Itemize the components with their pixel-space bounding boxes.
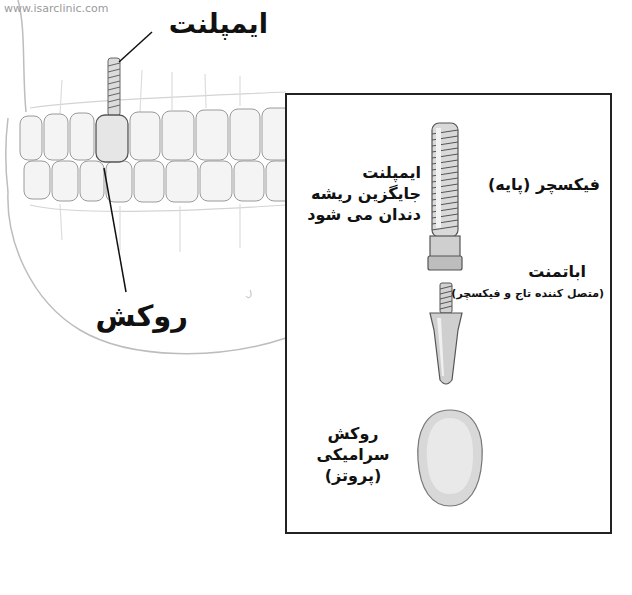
fixture-highlight xyxy=(436,128,441,228)
fixture-collar xyxy=(430,236,460,257)
tooth xyxy=(80,161,104,201)
implant-thread xyxy=(108,63,120,108)
abutment xyxy=(430,313,462,384)
chin-hole xyxy=(246,290,251,298)
tooth-root xyxy=(60,204,240,252)
tooth-root xyxy=(60,70,240,114)
ceramic-crown xyxy=(418,410,482,506)
tooth xyxy=(70,113,94,160)
part-name: روکش xyxy=(95,298,188,336)
tooth xyxy=(44,114,68,160)
tooth xyxy=(134,161,164,202)
part-name: اباتمنت xyxy=(528,262,586,283)
part-name: فیکسچر (پایه) xyxy=(488,175,600,196)
tooth xyxy=(106,161,132,202)
fixture xyxy=(432,123,458,237)
abutment-screw xyxy=(440,283,452,313)
tooth xyxy=(166,161,198,202)
fixture-base xyxy=(428,256,462,270)
tooth xyxy=(196,110,228,160)
description-note: ایمپلنت جایگزین ریشه دندان می شود xyxy=(296,163,421,225)
fixture-thread xyxy=(432,130,458,230)
leader-line xyxy=(104,168,126,292)
tooth xyxy=(200,161,232,201)
tooth xyxy=(52,161,78,201)
implant-screw xyxy=(108,58,120,116)
tooth xyxy=(230,109,260,160)
tooth xyxy=(234,161,264,201)
skull-outline xyxy=(18,0,26,112)
detail-panel xyxy=(286,94,611,533)
tooth xyxy=(24,161,50,199)
gum-line xyxy=(30,92,286,108)
implant-crown xyxy=(96,115,128,162)
leader-line xyxy=(119,32,152,62)
tooth xyxy=(20,116,42,160)
abutment-highlight xyxy=(437,318,444,376)
watermark: www.isarclinic.com xyxy=(4,2,109,16)
gum-line xyxy=(30,205,286,211)
tooth xyxy=(130,112,160,160)
tooth xyxy=(162,111,194,160)
part-name: ایمپلنت xyxy=(169,6,268,41)
part-name: روکش سرامیکی (پروتز) xyxy=(294,424,412,486)
abutment-thread xyxy=(440,286,452,309)
part-note: (متصل کننده تاج و فیکسچر) xyxy=(451,287,604,301)
crown-highlight xyxy=(427,418,473,494)
